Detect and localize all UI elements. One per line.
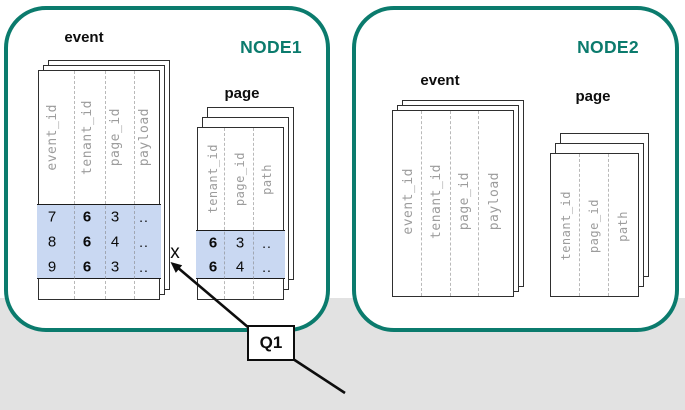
column-divider bbox=[74, 71, 75, 299]
node2-label: NODE2 bbox=[577, 37, 639, 57]
column-header-path: path bbox=[260, 163, 274, 195]
cell: 3 bbox=[235, 234, 245, 251]
q1-label-box: Q1 bbox=[247, 325, 295, 361]
node1-label: NODE1 bbox=[240, 37, 302, 57]
column-header-tenant-id: tenant_id bbox=[559, 191, 573, 261]
cell: 4 bbox=[110, 233, 120, 250]
column-header-path: path bbox=[616, 210, 630, 242]
cell: 3 bbox=[110, 258, 120, 275]
node1-event-highlight bbox=[37, 204, 161, 279]
column-divider bbox=[105, 71, 106, 299]
column-divider bbox=[421, 111, 422, 296]
node1-event-card: event_id tenant_id page_id payload 7 6 3… bbox=[37, 70, 161, 300]
cell: 6 bbox=[208, 258, 218, 276]
column-divider bbox=[450, 111, 451, 296]
node2-page-card: tenant_id page_id path bbox=[550, 153, 639, 297]
column-divider bbox=[253, 128, 254, 299]
cell: 6 bbox=[82, 233, 92, 250]
cell: .. bbox=[139, 233, 149, 250]
column-divider bbox=[579, 154, 580, 296]
node1-page-title: page bbox=[224, 85, 260, 102]
column-divider bbox=[224, 128, 225, 299]
column-header-tenant-id: tenant_id bbox=[428, 163, 444, 239]
table-row: 7 6 3 .. bbox=[39, 204, 159, 229]
column-header-page-id: page_id bbox=[587, 198, 601, 254]
cell: .. bbox=[139, 258, 149, 275]
cell: 3 bbox=[110, 208, 120, 225]
cell: 9 bbox=[47, 258, 57, 275]
node1-event-rows: 7 6 3 .. 8 6 4 .. 9 6 3 .. bbox=[39, 204, 159, 279]
column-header-event-id: event_id bbox=[44, 104, 60, 171]
cell: 8 bbox=[47, 233, 57, 250]
table-row: 9 6 3 .. bbox=[39, 254, 159, 279]
cell: 6 bbox=[208, 234, 218, 251]
table-row: 8 6 4 .. bbox=[39, 229, 159, 254]
cell: 6 bbox=[82, 208, 92, 225]
q1-label: Q1 bbox=[259, 333, 283, 352]
column-header-tenant-id: tenant_id bbox=[79, 100, 95, 175]
cell: .. bbox=[139, 208, 149, 225]
column-header-payload: payload bbox=[486, 171, 502, 231]
column-header-payload: payload bbox=[136, 108, 152, 167]
column-divider bbox=[478, 111, 479, 296]
cell: 4 bbox=[235, 258, 245, 276]
column-divider bbox=[608, 154, 609, 296]
cell: 6 bbox=[82, 258, 92, 275]
column-header-page-id: page_id bbox=[456, 171, 472, 231]
column-header-page-id: page_id bbox=[233, 151, 247, 207]
column-header-event-id: event_id bbox=[400, 167, 416, 235]
node1-event-title: event bbox=[64, 29, 104, 46]
cell: 7 bbox=[47, 208, 57, 225]
node2-event-card: event_id tenant_id page_id payload bbox=[392, 110, 514, 297]
node1-page-card: tenant_id page_id path 6 3 .. 6 4 .. bbox=[196, 127, 285, 300]
cell: .. bbox=[262, 234, 272, 251]
column-header-tenant-id: tenant_id bbox=[206, 144, 220, 214]
table-row: 6 4 .. bbox=[198, 255, 283, 279]
table-row: 6 3 .. bbox=[198, 230, 283, 255]
column-divider bbox=[134, 71, 135, 299]
join-x-marker: x bbox=[170, 242, 180, 263]
column-header-page-id: page_id bbox=[107, 108, 123, 167]
node1-page-rows: 6 3 .. 6 4 .. bbox=[198, 230, 283, 279]
node2-event-title: event bbox=[420, 72, 460, 89]
node2-page-title: page bbox=[575, 88, 611, 105]
cell: .. bbox=[262, 259, 272, 275]
